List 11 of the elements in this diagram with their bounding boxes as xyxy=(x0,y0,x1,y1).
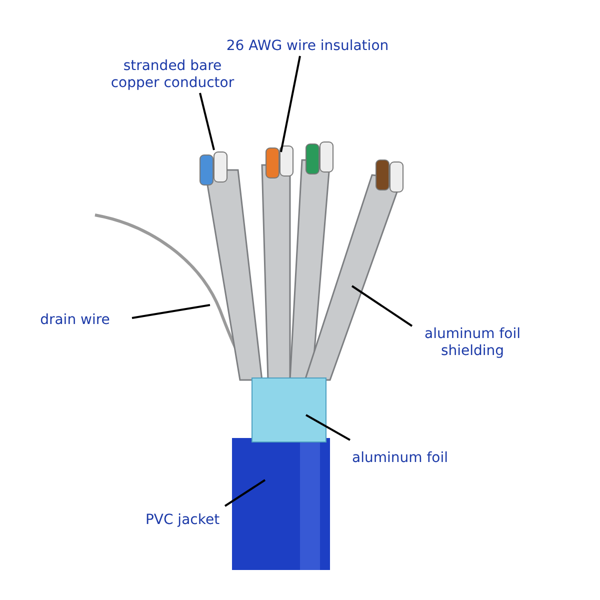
part-label: drain wire xyxy=(30,312,120,329)
part-label: PVC jacket xyxy=(140,512,225,529)
leader-line xyxy=(351,285,413,327)
leader-line xyxy=(199,92,215,150)
part-label: stranded bare copper conductor xyxy=(100,58,245,92)
part-label: 26 AWG wire insulation xyxy=(220,38,395,55)
part-label: aluminum foil xyxy=(345,450,455,467)
leader-line xyxy=(306,414,350,441)
leader-line xyxy=(132,304,210,319)
leader-line xyxy=(280,56,301,152)
part-label: aluminum foil shielding xyxy=(405,326,540,360)
